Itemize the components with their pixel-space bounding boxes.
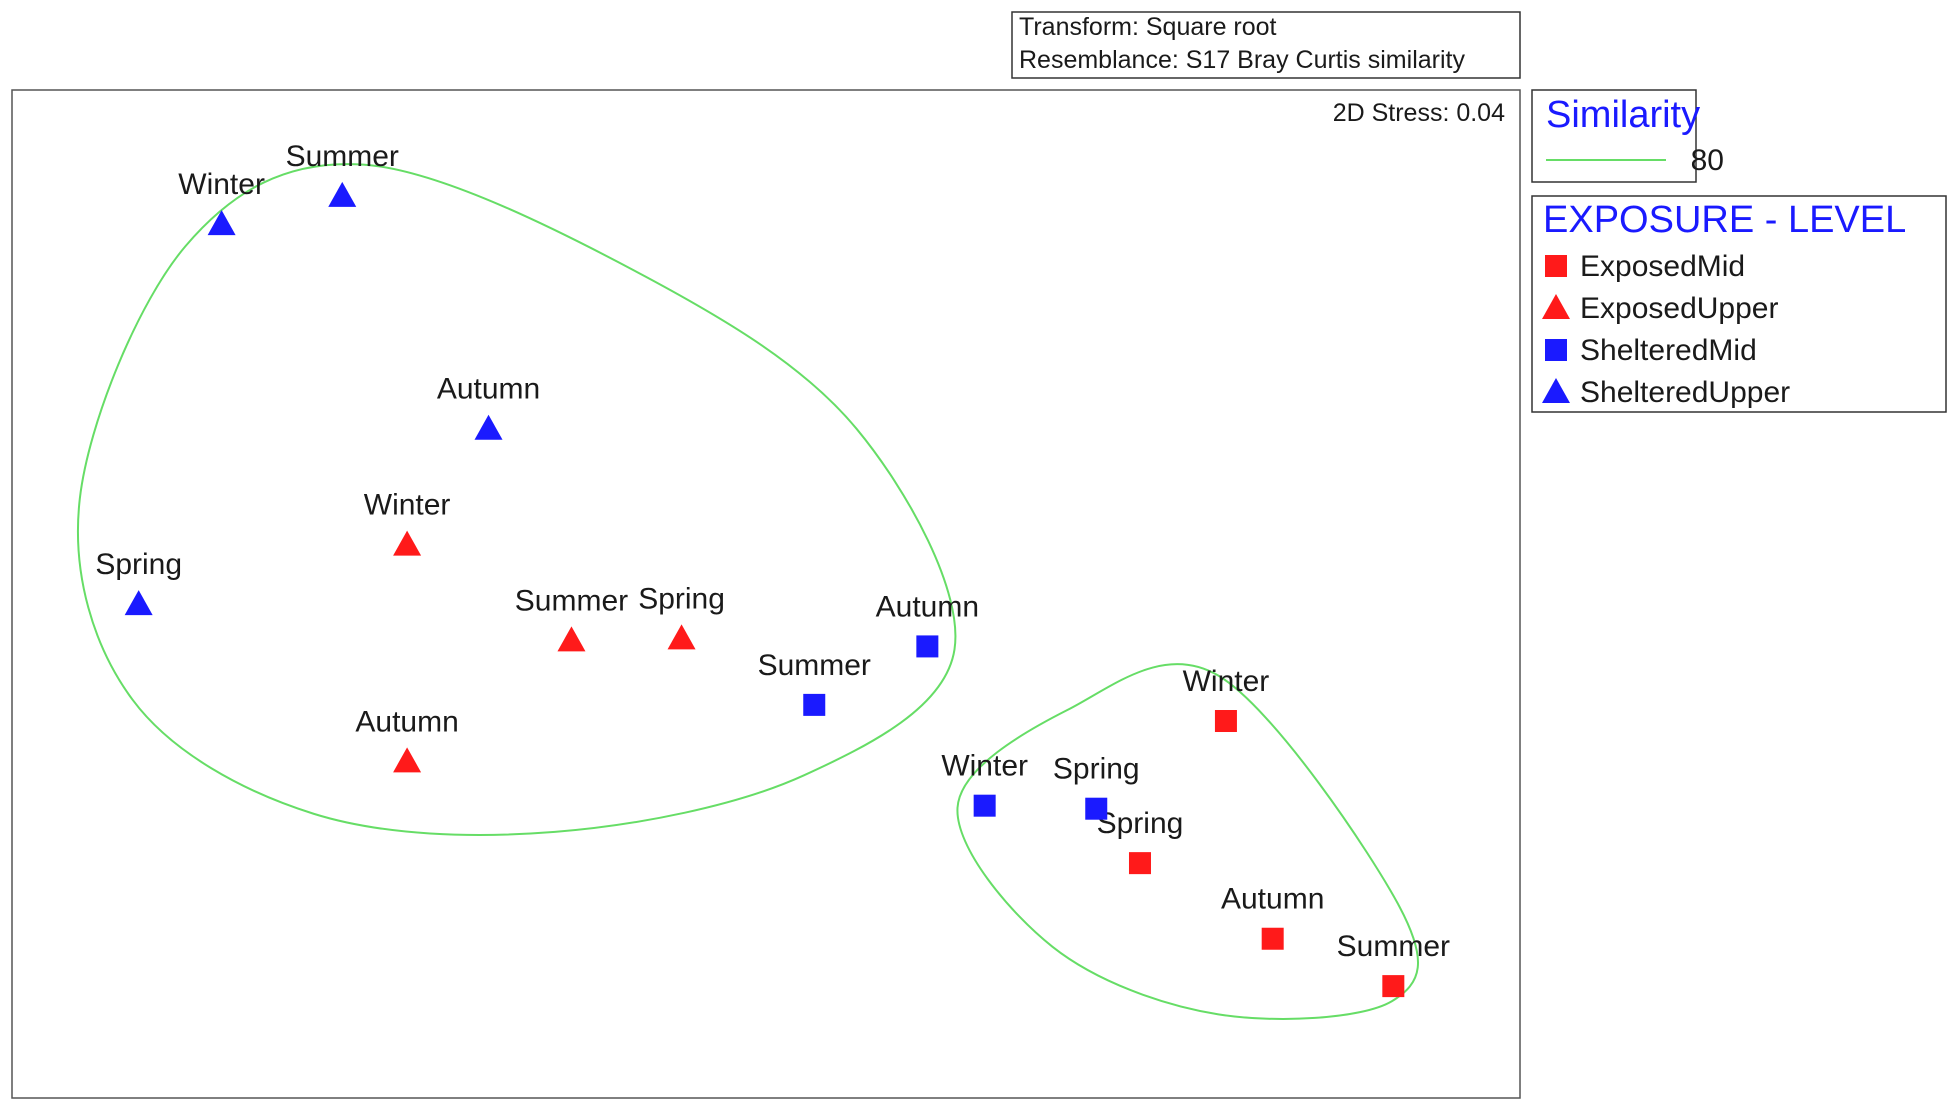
point-label: Summer xyxy=(1337,930,1450,963)
similarity-legend: Similarity 80 xyxy=(1531,89,1724,183)
point-label: Autumn xyxy=(355,705,458,738)
square-marker xyxy=(973,794,996,817)
point-ExposedMid-Summer: Summer xyxy=(1337,930,1450,998)
point-label: Summer xyxy=(286,140,399,173)
square-marker xyxy=(916,635,939,658)
legend-item-label: ShelteredMid xyxy=(1580,334,1757,367)
legend-item-label: ExposedMid xyxy=(1580,250,1745,283)
triangle-marker xyxy=(474,414,503,440)
legend-triangle-icon xyxy=(1542,294,1570,319)
point-ExposedMid-Autumn: Autumn xyxy=(1221,883,1324,950)
point-ExposedUpper-Spring: Spring xyxy=(638,582,725,650)
similarity-legend-title: Similarity xyxy=(1546,94,1700,136)
triangle-marker xyxy=(393,747,422,773)
factor-legend: EXPOSURE - LEVEL ExposedMidExposedUpperS… xyxy=(1531,195,1947,413)
point-ExposedMid-Winter: Winter xyxy=(1183,665,1270,733)
square-marker xyxy=(1085,797,1108,820)
similarity-legend-value: 80 xyxy=(1691,144,1724,177)
point-ShelteredUpper-Winter: Winter xyxy=(178,168,265,236)
point-label: Autumn xyxy=(1221,883,1324,916)
point-label: Autumn xyxy=(437,373,540,406)
triangle-marker xyxy=(557,626,586,652)
point-ShelteredMid-Winter: Winter xyxy=(941,750,1028,817)
transform-info-box: Transform: Square root Resemblance: S17 … xyxy=(1011,11,1521,79)
point-ShelteredUpper-Autumn: Autumn xyxy=(437,373,540,440)
point-ShelteredUpper-Spring: Spring xyxy=(95,548,182,616)
point-ShelteredUpper-Summer: Summer xyxy=(286,140,399,207)
legend-square-icon xyxy=(1545,255,1567,277)
resemblance-label: Resemblance: S17 Bray Curtis similarity xyxy=(1019,46,1465,74)
square-marker xyxy=(803,693,826,716)
point-ExposedUpper-Autumn: Autumn xyxy=(355,705,459,773)
point-label: Autumn xyxy=(876,590,979,623)
point-label: Summer xyxy=(515,584,628,617)
point-ExposedUpper-Winter: Winter xyxy=(364,489,451,556)
factor-legend-title: EXPOSURE - LEVEL xyxy=(1543,199,1906,241)
legend-item-label: ShelteredUpper xyxy=(1580,376,1790,409)
triangle-marker xyxy=(328,181,357,207)
point-label: Spring xyxy=(1053,753,1140,786)
point-label: Winter xyxy=(1183,665,1270,698)
triangle-marker xyxy=(207,210,236,236)
stress-label: 2D Stress: 0.04 xyxy=(1333,99,1505,127)
legend-square-icon xyxy=(1545,339,1567,361)
legend-triangle-icon xyxy=(1542,378,1570,403)
square-marker xyxy=(1261,927,1284,950)
similarity-contour-80-2 xyxy=(956,663,1420,1020)
point-ExposedUpper-Summer: Summer xyxy=(515,584,628,652)
point-ShelteredMid-Spring: Spring xyxy=(1053,753,1140,820)
similarity-contour-80-1 xyxy=(76,163,957,836)
point-label: Winter xyxy=(364,489,451,522)
triangle-marker xyxy=(667,624,696,650)
square-marker xyxy=(1128,852,1151,875)
square-marker xyxy=(1382,975,1405,998)
point-ShelteredMid-Summer: Summer xyxy=(758,649,871,716)
point-label: Spring xyxy=(1097,807,1184,840)
plot-frame xyxy=(11,89,1521,1099)
point-label: Spring xyxy=(638,582,725,615)
similarity-contours xyxy=(76,163,1420,1020)
square-marker xyxy=(1214,710,1237,733)
triangle-marker xyxy=(393,530,422,556)
point-ShelteredMid-Autumn: Autumn xyxy=(876,590,979,658)
point-label: Spring xyxy=(95,548,182,581)
transform-label: Transform: Square root xyxy=(1019,13,1277,41)
point-ExposedMid-Spring: Spring xyxy=(1097,807,1184,875)
point-label: Winter xyxy=(178,168,265,201)
triangle-marker xyxy=(124,590,153,616)
legend-item-label: ExposedUpper xyxy=(1580,292,1778,325)
point-label: Summer xyxy=(758,649,871,682)
point-label: Winter xyxy=(941,750,1028,783)
